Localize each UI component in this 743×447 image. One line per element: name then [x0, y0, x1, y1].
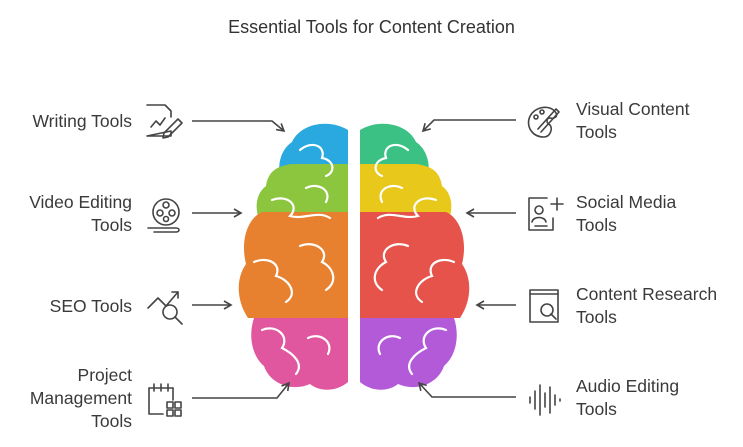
brain-segment-project — [251, 318, 348, 390]
label-social-media-tools: Social Media Tools — [576, 192, 677, 235]
film-reel-icon — [147, 198, 180, 233]
arrow-audio — [417, 381, 516, 398]
label-video-editing-tools: Video Editing Tools — [29, 192, 132, 235]
diagram-title: Essential Tools for Content Creation — [228, 17, 515, 37]
sound-wave-icon — [529, 384, 561, 416]
project-calendar-icon — [148, 383, 182, 417]
label-audio-editing-tools: Audio Editing Tools — [576, 376, 680, 419]
connector-arrows — [192, 119, 516, 399]
arrow-visual — [421, 119, 516, 133]
label-project-management-tools: Project Management Tools — [29, 365, 132, 431]
label-writing-tools: Writing Tools — [32, 111, 132, 131]
seo-chart-icon — [147, 291, 183, 325]
label-content-research-tools: Content Research Tools — [576, 284, 718, 327]
label-visual-content-tools: Visual Content Tools — [576, 99, 690, 142]
brain-segment-seo — [238, 212, 348, 318]
brain-segment-research — [360, 212, 470, 318]
brain-left-hemisphere — [238, 123, 348, 390]
book-search-icon — [529, 289, 559, 323]
brain-segment-audio — [360, 318, 457, 390]
label-seo-tools: SEO Tools — [49, 296, 132, 316]
writing-icon — [146, 104, 183, 139]
brain-folds — [252, 143, 456, 376]
arrow-project — [192, 381, 291, 399]
palette-brush-icon — [527, 106, 560, 138]
arrow-writing — [192, 120, 286, 133]
profile-plus-icon — [528, 197, 564, 231]
